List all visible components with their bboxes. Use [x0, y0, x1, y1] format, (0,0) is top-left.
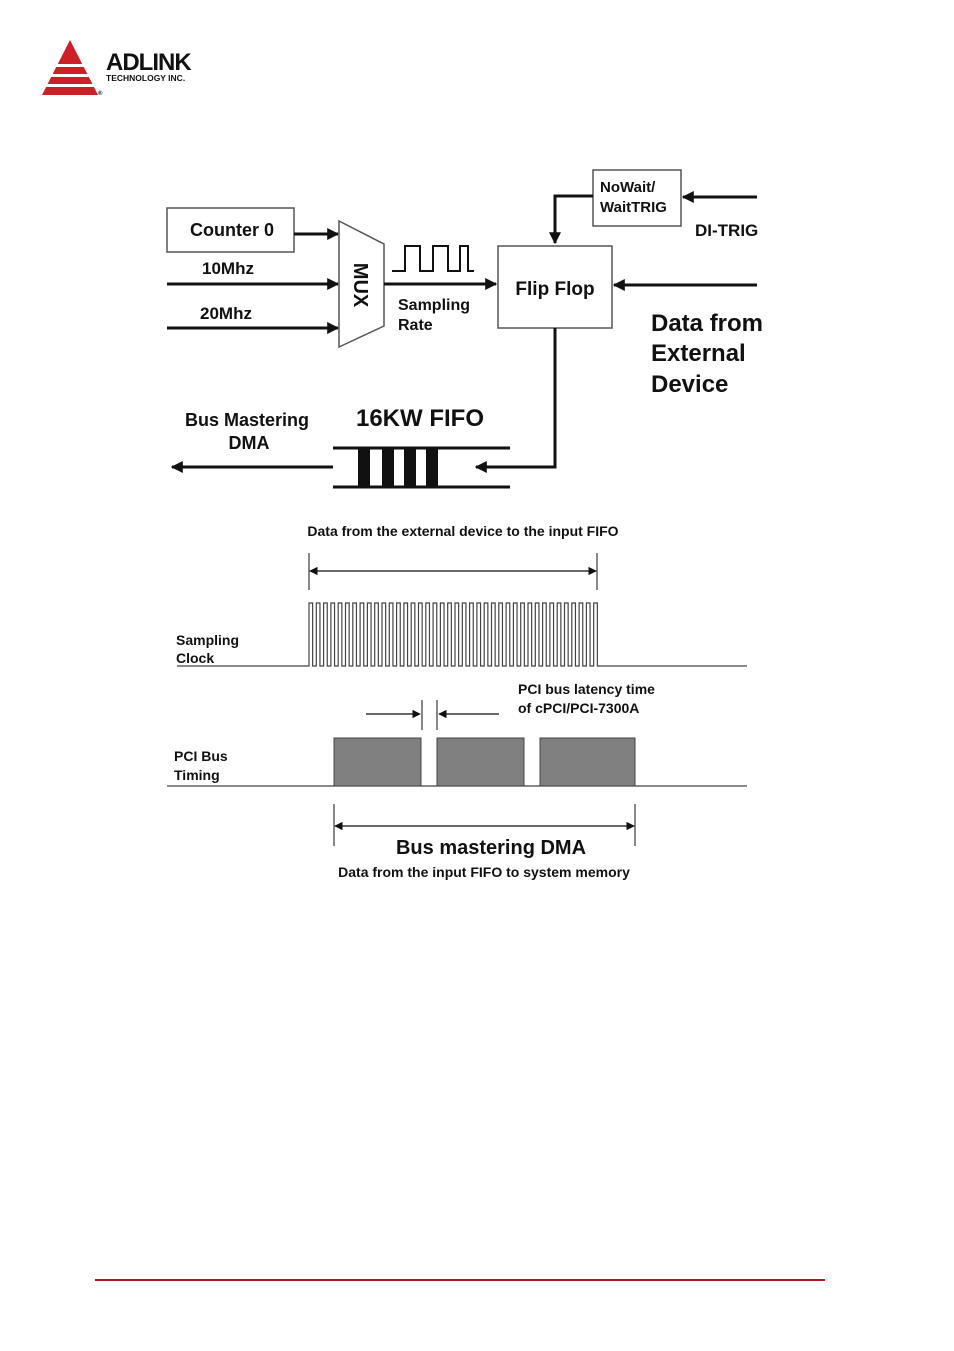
sampling-clock-label-2: Clock [176, 650, 214, 666]
sampling-clock-label-1: Sampling [176, 632, 239, 648]
dma-caption: Data from the input FIFO to system memor… [338, 864, 630, 880]
nowait-label-2: WaitTRIG [600, 199, 667, 216]
footer-rule [95, 1279, 825, 1281]
dma-title: Bus mastering DMA [396, 837, 586, 859]
external-device-label-3: Device [651, 371, 728, 398]
latency-label-1: PCI bus latency time [518, 681, 655, 697]
adlink-pyramid-icon [42, 40, 98, 95]
brand-tagline: TECHNOLOGY INC. [106, 73, 185, 83]
bus-mastering-label-1: Bus Mastering [185, 410, 309, 430]
timing-diagram: Data from the external device to the inp… [167, 523, 747, 880]
di-trig-label: DI-TRIG [695, 221, 758, 240]
sampling-clock-waveform [177, 602, 747, 667]
nowait-box [592, 169, 682, 227]
sampling-rate-label-2: Rate [398, 317, 433, 334]
clock-20-label: 20Mhz [200, 304, 252, 323]
brand-name: ADLINK [106, 49, 192, 76]
nowait-to-flipflop-arrow [549, 194, 593, 245]
pci-bus-label-1: PCI Bus [174, 748, 228, 764]
external-device-label-1: Data from [651, 310, 763, 337]
flipflop-to-fifo-arrow [474, 328, 557, 473]
external-device-label-2: External [651, 340, 746, 367]
counter-box [166, 207, 295, 253]
bus-mastering-label-2: DMA [229, 433, 270, 453]
pci-burst-1 [333, 737, 422, 787]
mux-block [338, 219, 385, 349]
flipflop-label: Flip Flop [515, 279, 594, 300]
fifo-icon [333, 446, 510, 489]
sampling-rate-label-1: Sampling [398, 297, 470, 314]
latency-label-2: of cPCI/PCI-7300A [518, 700, 639, 716]
fifo-label: 16KW FIFO [356, 405, 484, 432]
pci-burst-2 [436, 737, 525, 787]
block-diagram: Counter 0 10Mhz 20Mhz MUX Sampling Rate … [166, 169, 763, 489]
mux-label: MUX [349, 263, 371, 308]
registered-mark: ® [98, 90, 103, 97]
timing-top-caption: Data from the external device to the inp… [307, 523, 618, 539]
counter-label: Counter 0 [190, 220, 274, 240]
nowait-label-1: NoWait/ [600, 179, 656, 196]
pci-burst-3 [539, 737, 636, 787]
pci-bus-label-2: Timing [174, 767, 220, 783]
adlink-logo: ADLINK TECHNOLOGY INC. ® [42, 40, 193, 97]
clock-10-label: 10Mhz [202, 259, 254, 278]
sampling-pulse-icon [392, 245, 474, 272]
